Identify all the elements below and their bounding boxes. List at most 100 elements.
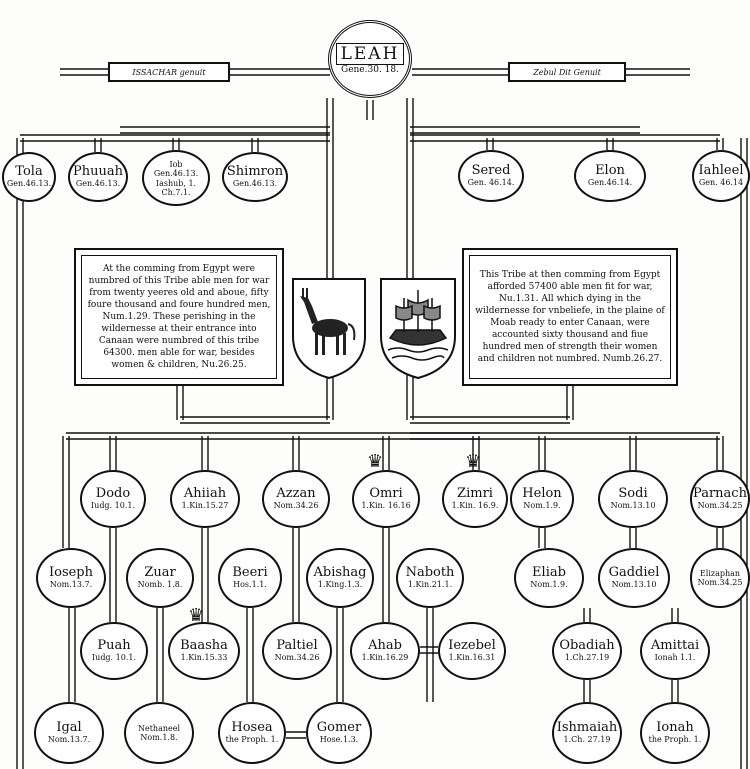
node-name: Ioseph [48, 565, 94, 580]
node-name: Phuuah [73, 164, 123, 179]
issachar-plaque: At the comming from Egypt were numbred o… [74, 248, 284, 386]
node-name: Beeri [232, 565, 268, 580]
node-ref: Gen.46.13. [153, 168, 199, 178]
node-ref: 1.Ch.27.19 [564, 653, 610, 662]
node-ref: 1.Kin.16.31 [448, 653, 496, 662]
node-ref: Gen.46.13. [75, 179, 121, 188]
node-ref: Nom.13.7. [47, 735, 91, 744]
node-name: Puah [97, 638, 131, 653]
node-ref: 1.Ch. 27.19 [563, 735, 611, 744]
leah-name: LEAH [335, 43, 405, 65]
right-banner-text: Zebul Dit Genuit [533, 67, 601, 77]
node-name: Parnach [693, 486, 747, 501]
node-ref: Iudg. 10.1. [92, 653, 136, 662]
zebulun-plaque: This Tribe at then comming from Egypt af… [462, 248, 678, 386]
node-name: Tola [15, 164, 43, 179]
node-name: Paltiel [276, 638, 318, 653]
node-name: Shimron [226, 164, 284, 179]
node-name: Zuar [144, 565, 176, 580]
node-name: Iob [169, 159, 183, 169]
node-ref: Nom.34.25 [697, 577, 743, 587]
leah-medallion: LEAH Gene.30. 18. [328, 20, 412, 98]
node-ref: Nom.34.26 [273, 501, 319, 510]
node-ref: 1.Kin. 16.16 [361, 501, 411, 510]
node-ref: Gen. 46.14. [467, 178, 515, 187]
node-name: Obadiah [559, 638, 615, 653]
node-ref: Nom.1.9. [530, 580, 568, 589]
node-name: Helon [522, 486, 562, 501]
node-ref: Nomb. 1.8. [137, 580, 183, 589]
node-ref: Gen. 46.14 [698, 178, 744, 187]
node-ref: 1.Kin. 16.9. [451, 501, 499, 510]
node-ref: Nom.34.26 [274, 653, 320, 662]
right-banner: Zebul Dit Genuit [508, 62, 626, 82]
node-ref: Iudg. 10.1. [91, 501, 135, 510]
node-name: Sered [471, 163, 511, 178]
node-name: Iezebel [448, 638, 496, 653]
node-ref: Nom.34.25 [697, 501, 743, 510]
node-name: Nethaneel [137, 723, 181, 733]
node-ref: 1.Kin.15.33 [180, 653, 228, 662]
node-name: Gomer [316, 720, 362, 735]
node-ref: Gen.46.13. [232, 179, 278, 188]
node-ref: 1.Kin.15.27 [181, 501, 229, 510]
node-name: Naboth [405, 565, 455, 580]
node-name: Omri [369, 486, 403, 501]
node-ref: 1.Kin.16.29 [361, 653, 409, 662]
node-ref: Nom.1.8. [140, 732, 178, 742]
node-ref: 1.King.1.3. [317, 580, 363, 589]
leah-ref: Gene.30. 18. [341, 65, 399, 75]
node-ref: Gen.46.13. [6, 179, 52, 188]
node-ref: Gen.46.14. [587, 178, 633, 187]
node-ref: Hose.1.3. [319, 735, 359, 744]
node-name: Eliab [532, 565, 566, 580]
node-name: Baasha [180, 638, 228, 653]
zebulun-plaque-text: This Tribe at then comming from Egypt af… [469, 255, 671, 379]
left-banner: ISSACHAR genuit [108, 62, 230, 82]
node-name: Gaddiel [608, 565, 660, 580]
donkey-shield-icon [292, 278, 366, 380]
node-name: Elizaphan [699, 568, 741, 578]
left-banner-text: ISSACHAR genuit [132, 67, 206, 77]
node-ref: Nom.13.7. [49, 580, 93, 589]
node-ref: 1.Kin.21.1. [407, 580, 453, 589]
node-name: Ahab [368, 638, 402, 653]
baasha-crown-icon: ♛ [188, 605, 205, 625]
node-name: Iahleel [698, 163, 744, 178]
node-ref: Hos.1.1. [233, 580, 267, 589]
node-name: Igal [56, 720, 82, 735]
ship-shield-icon [380, 278, 456, 380]
node-ref: the Proph. 1. [225, 735, 279, 744]
node-ref: Nom.13.10 [611, 580, 657, 589]
node-name: Azzan [276, 486, 316, 501]
zimri-crown-icon: ♛ [465, 451, 482, 471]
node-ref: the Proph. 1. [648, 735, 702, 744]
node-name: Hosea [231, 720, 273, 735]
node-ref: Ionah 1.1. [654, 653, 696, 662]
